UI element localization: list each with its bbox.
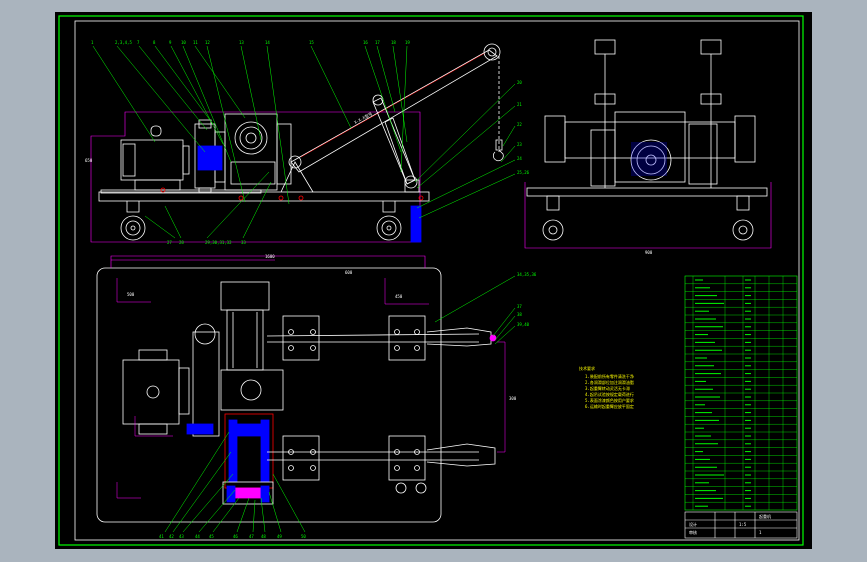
dim-top-arm: 600	[345, 270, 353, 275]
dim-top-left: 500	[127, 292, 135, 297]
callout-top-13: 18	[391, 40, 396, 45]
callout-top-3: 8	[153, 40, 156, 45]
callout-pb-3: 44	[195, 534, 200, 539]
callout-top-8: 13	[239, 40, 244, 45]
callout-fr-4: 24	[517, 156, 522, 161]
dim-top-overall: 1600	[265, 254, 275, 259]
callout-fb-0: 27	[167, 240, 172, 245]
callout-top-6: 11	[193, 40, 198, 45]
callout-top-9: 14	[265, 40, 270, 45]
callout-pr-2: 38	[517, 312, 522, 317]
note-5: 5.表面涂漆颜色按用户要求	[585, 397, 634, 403]
callout-pr-0: 34,35,36	[517, 272, 537, 277]
parts-list	[684, 275, 798, 511]
callout-fr-3: 23	[517, 142, 522, 147]
title-scale: 1:5	[739, 522, 747, 527]
callout-top-1: 2,3,4,5	[115, 40, 132, 45]
callout-pb-9: 50	[301, 534, 306, 539]
callout-fb-2: 29,30,31,32	[205, 240, 232, 245]
callout-fr-2: 22	[517, 122, 522, 127]
dim-top-right: 450	[395, 294, 403, 299]
plan-view	[96, 255, 506, 523]
callout-top-14: 19	[405, 40, 410, 45]
front-leaders	[92, 45, 516, 239]
callout-fb-3: 33	[241, 240, 246, 245]
callout-fb-1: 28	[179, 240, 184, 245]
callout-pr-3: 39,40	[517, 322, 530, 327]
cad-viewport[interactable]: X-X-X型号 650	[55, 12, 812, 549]
callout-pb-7: 48	[261, 534, 266, 539]
drawing-sheet: X-X-X型号 650	[58, 15, 804, 546]
note-1: 1.装配前所有零件清洗干净	[585, 373, 634, 379]
dim-front-height: 650	[85, 158, 93, 163]
plan-leaders	[164, 275, 516, 533]
callout-top-12: 17	[375, 40, 380, 45]
callout-top-11: 16	[363, 40, 368, 45]
title-block	[684, 511, 798, 539]
title-drawn: 设计	[689, 521, 697, 527]
front-view	[90, 43, 504, 243]
callout-pb-0: 41	[159, 534, 164, 539]
callout-top-4: 9	[169, 40, 172, 45]
callout-pb-8: 49	[277, 534, 282, 539]
note-6: 6.运输时起重臂应放平固定	[585, 403, 634, 409]
inner-frame	[74, 20, 800, 541]
notes-title: 技术要求	[579, 365, 595, 371]
callout-pb-2: 43	[179, 534, 184, 539]
title-checked: 审核	[689, 529, 697, 535]
callout-top-5: 10	[181, 40, 186, 45]
title-name: 起重机	[759, 513, 771, 519]
dim-top-span: 300	[509, 396, 517, 401]
callout-fr-1: 21	[517, 102, 522, 107]
dim-side-width: 900	[645, 250, 653, 255]
title-sheet: 1	[759, 530, 762, 535]
callout-top-7: 12	[205, 40, 210, 45]
callout-pb-6: 47	[249, 534, 254, 539]
callout-top-10: 15	[309, 40, 314, 45]
note-3: 3.起重臂转动灵活无卡滞	[585, 385, 630, 391]
callout-pb-4: 45	[209, 534, 214, 539]
callout-top-2: 7	[137, 40, 140, 45]
callout-pr-1: 37	[517, 304, 522, 309]
callout-pb-5: 46	[233, 534, 238, 539]
callout-top-0: 1	[91, 40, 94, 45]
outer-frame	[58, 15, 804, 546]
side-view	[524, 39, 772, 249]
technical-notes: 技术要求 1.装配前所有零件清洗干净 2.各润滑部位加注润滑油脂 3.起重臂转动…	[579, 365, 634, 409]
callout-fr-5: 25,26	[517, 170, 530, 175]
callout-fr-0: 20	[517, 80, 522, 85]
callouts: 1 2,3,4,5 7 8 9 10 11 12 13 14 15 16 17 18 19 20 21 22 23 2…	[91, 40, 537, 539]
callout-pb-1: 42	[169, 534, 174, 539]
note-4: 4.起吊试验按规定载荷进行	[585, 391, 634, 397]
note-2: 2.各润滑部位加注润滑油脂	[585, 379, 634, 385]
